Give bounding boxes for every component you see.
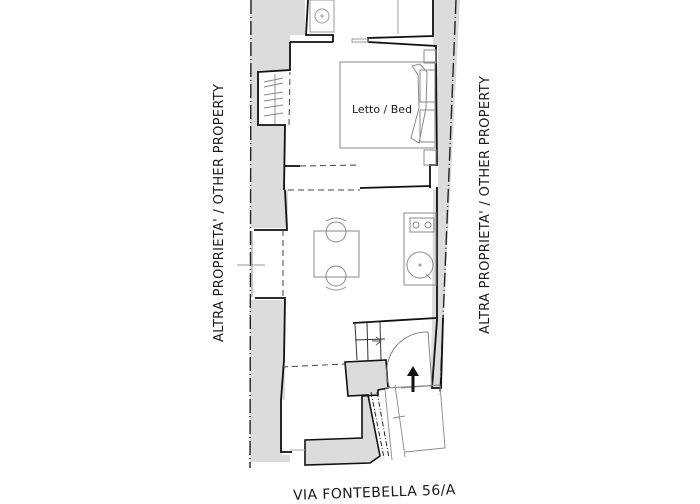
window-mark	[237, 231, 265, 297]
dining-set	[313, 217, 360, 291]
right-neighbor-label: ALTRA PROPRIETA' / OTHER PROPERTY	[478, 75, 493, 334]
entrance-wall-blocks	[304, 359, 389, 466]
property-boundary-lines	[249, 0, 457, 469]
staircase	[354, 321, 386, 361]
wardrobe	[263, 74, 284, 124]
lower-stair	[370, 391, 390, 459]
bedroom-label: Letto / Bed	[352, 103, 413, 116]
kitchen-counter	[403, 212, 437, 286]
openings-dashed	[281, 71, 361, 368]
entry-stair-treads	[290, 384, 446, 461]
entry-arrow-icon	[407, 366, 419, 392]
left-neighbor-label: ALTRA PROPRIETA' / OTHER PROPERTY	[212, 83, 227, 342]
right-wall-mass	[430, 0, 460, 388]
bathroom-fixtures	[309, 0, 399, 43]
double-bed	[339, 49, 437, 166]
left-wall-mass	[250, 0, 305, 462]
stair-direction-arrow-icon	[375, 336, 382, 346]
door-swing-icon	[386, 331, 433, 389]
